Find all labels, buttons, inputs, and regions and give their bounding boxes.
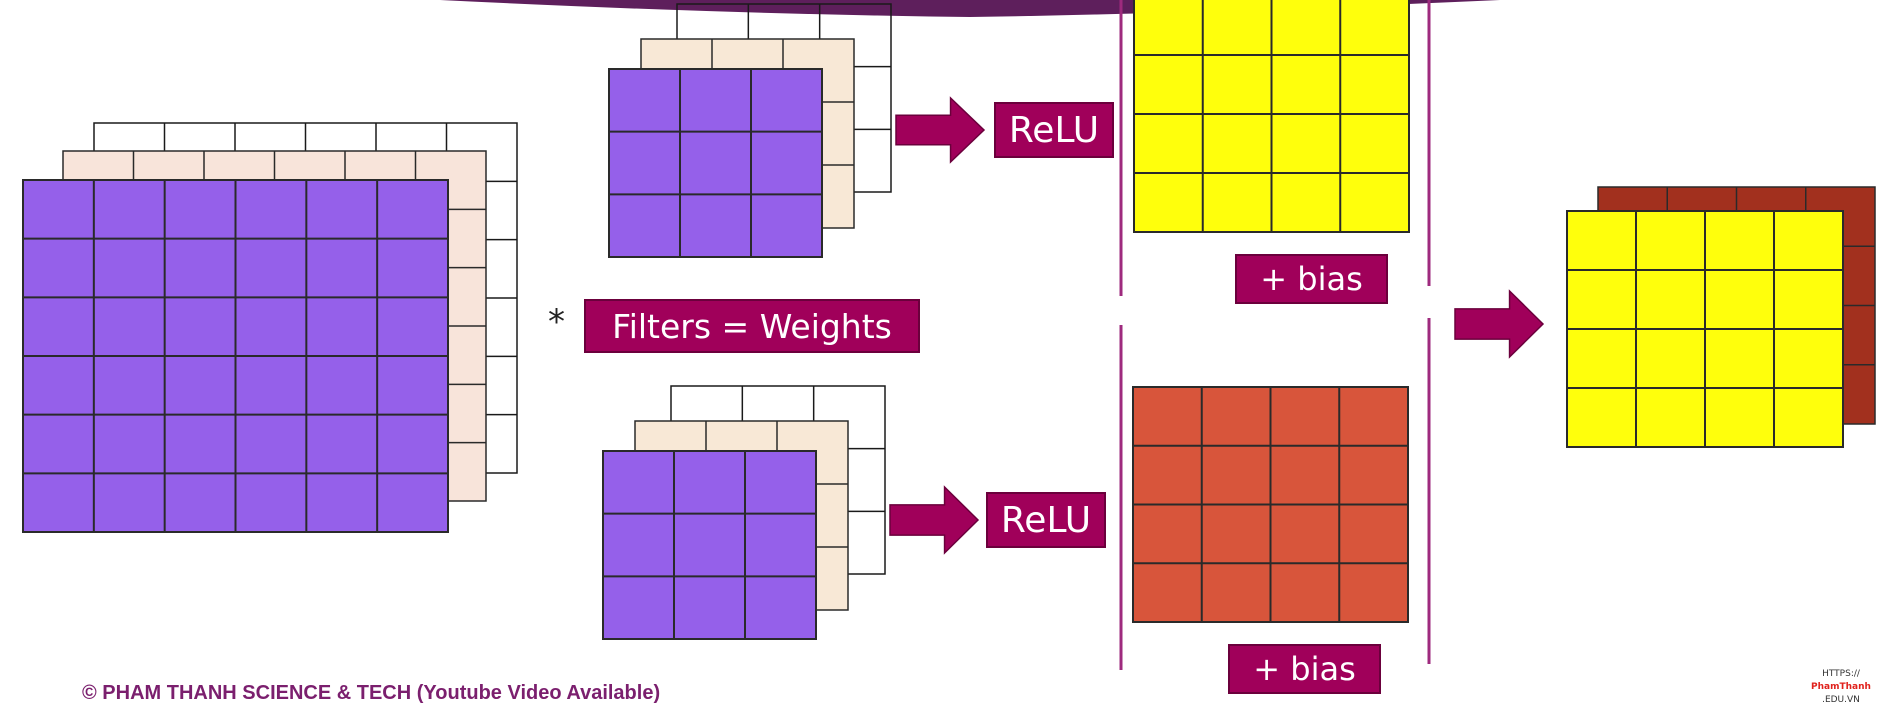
watermark-line2: PhamThanh: [1811, 682, 1871, 692]
filter-bottom-front: [602, 450, 817, 640]
arrow-bottom: [889, 485, 980, 555]
arrow-output: [1454, 289, 1545, 359]
bias-label-bottom: + bias: [1228, 644, 1381, 694]
watermark-line3: .EDU.VN: [1822, 695, 1860, 705]
copyright-footer: © PHAM THANH SCIENCE & TECH (Youtube Vid…: [82, 682, 661, 704]
relu-label-bottom: ReLU: [986, 492, 1106, 548]
feature-map-bottom: [1132, 386, 1409, 623]
filter-top-front: [608, 68, 823, 258]
output-front-map: [1566, 210, 1844, 448]
input-channel-front: [22, 179, 449, 533]
filter-bottom-front-frame: [602, 450, 817, 640]
filter-top-front-frame: [608, 68, 823, 258]
filters-weights-label: Filters = Weights: [584, 299, 920, 353]
arrow-top: [895, 96, 986, 164]
convolution-operator: *: [548, 302, 565, 342]
relu-label-top: ReLU: [994, 102, 1114, 158]
bias-label-top: + bias: [1235, 254, 1388, 304]
watermark-line1: HTTPS://: [1822, 669, 1860, 679]
feature-map-top: [1133, 0, 1410, 233]
